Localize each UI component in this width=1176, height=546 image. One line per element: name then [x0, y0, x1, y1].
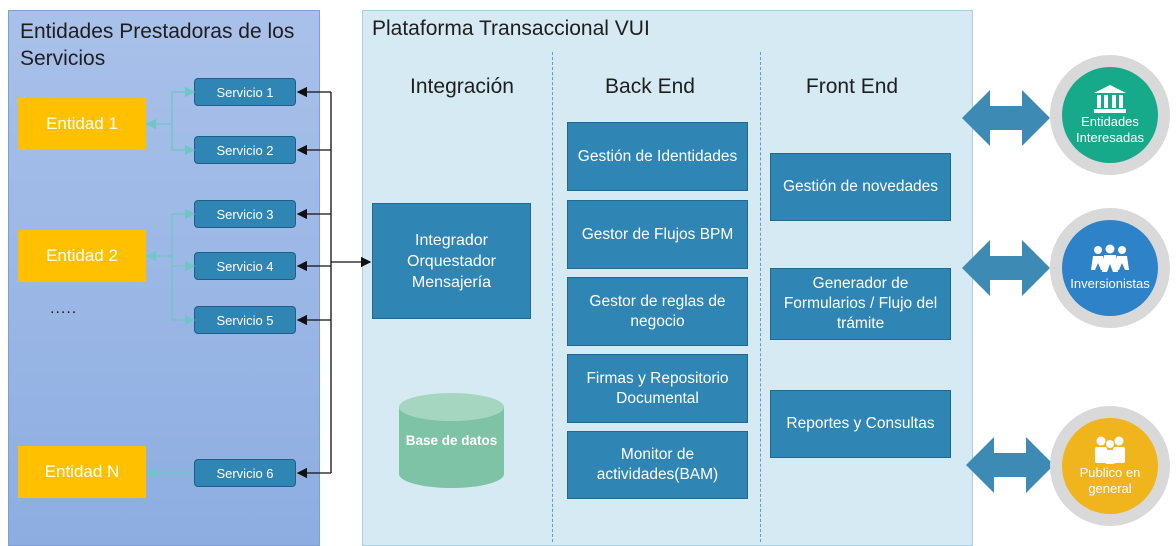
backend-box-identity: Gestión de Identidades [567, 122, 748, 191]
platform-title: Plataforma Transaccional VUI [372, 17, 650, 40]
entity-1-box: Entidad 1 [18, 98, 146, 150]
column-divider [552, 52, 553, 542]
service-2-box: Servicio 2 [194, 136, 296, 164]
integrator-box: Integrador Orquestador Mensajería [372, 203, 531, 319]
entity-n-box: Entidad N [18, 446, 146, 498]
integration-bus-connectors [296, 86, 372, 479]
back-end-column-header: Back End [605, 75, 695, 98]
column-divider [760, 52, 761, 542]
bank-icon [1094, 85, 1126, 113]
stakeholder-publico-circle: Publico en general [1062, 418, 1158, 514]
user-group-icon [1095, 436, 1125, 464]
more-entities-ellipsis: ..... [50, 300, 78, 317]
frontend-box-forms: Generador de Formularios / Flujo del trá… [770, 268, 951, 340]
service-6-box: Servicio 6 [194, 459, 296, 487]
stakeholder-entidades-label: Entidades Interesadas [1076, 114, 1144, 145]
stakeholder-inversionistas-circle: Inversionistas [1062, 220, 1158, 316]
stakeholder-entidades-circle: Entidades Interesadas [1062, 67, 1158, 163]
database-label: Base de datos [405, 433, 498, 448]
service-1-box: Servicio 1 [194, 78, 296, 106]
frontend-box-reports: Reportes y Consultas [770, 390, 951, 458]
people-group-icon [1091, 244, 1129, 272]
entity-2-box: Entidad 2 [18, 230, 146, 282]
stakeholder-arrows [962, 90, 1054, 493]
backend-box-repository: Firmas y Repositorio Documental [567, 354, 748, 423]
service-entity-connectors [145, 86, 196, 479]
stakeholder-publico-label: Publico en general [1079, 465, 1141, 496]
frontend-box-novedades: Gestión de novedades [770, 153, 951, 221]
backend-box-bam: Monitor de actividades(BAM) [567, 431, 748, 499]
backend-box-rules: Gestor de reglas de negocio [567, 277, 748, 346]
database-cylinder-top [399, 393, 504, 421]
front-end-column-header: Front End [805, 75, 899, 98]
backend-box-bpm: Gestor de Flujos BPM [567, 200, 748, 269]
service-5-box: Servicio 5 [194, 306, 296, 334]
stakeholder-inversionistas-label: Inversionistas [1070, 276, 1150, 291]
service-4-box: Servicio 4 [194, 252, 296, 280]
integration-column-header: Integración [410, 75, 514, 98]
service-3-box: Servicio 3 [194, 200, 296, 228]
providers-panel-title: Entidades Prestadoras de los Servicios [20, 20, 295, 70]
